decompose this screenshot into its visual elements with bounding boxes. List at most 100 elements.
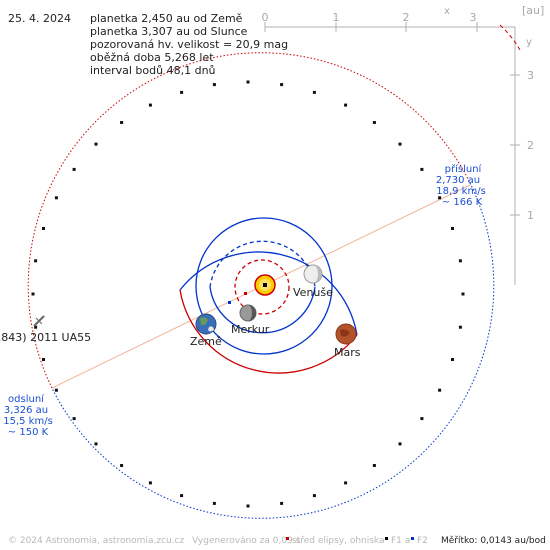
y-axis: 1 2 3 y bbox=[510, 27, 534, 285]
mars-orbit-red bbox=[179, 289, 358, 374]
info-line-magnitude: pozorovaná hv. velikost = 20,9 mag bbox=[90, 38, 288, 51]
earth-label: Země bbox=[190, 335, 222, 348]
sun bbox=[254, 274, 276, 296]
x-axis-label: x bbox=[444, 6, 450, 17]
orbit-point bbox=[344, 481, 348, 485]
orbit-point bbox=[372, 464, 376, 467]
orbit-point bbox=[94, 442, 98, 446]
aphelion-title: odsluní bbox=[8, 393, 45, 405]
asteroid-label: (612843) 2011 UA55 bbox=[0, 331, 91, 344]
orbit-point bbox=[246, 80, 250, 84]
info-line-period: oběžná doba 5,268 let bbox=[90, 51, 214, 64]
perihelion-temp: ~ 166 K bbox=[442, 197, 483, 208]
orbit-point bbox=[212, 501, 216, 505]
asteroid-orbit-red bbox=[27, 52, 471, 389]
orbit-point bbox=[344, 103, 348, 107]
orbit-point bbox=[54, 388, 58, 392]
info-line-distance-sun: planetka 3,307 au od Slunce bbox=[90, 25, 248, 38]
earth[interactable] bbox=[195, 313, 217, 335]
info-line-distance-earth: planetka 2,450 au od Země bbox=[90, 12, 243, 25]
y-tick-3: 3 bbox=[527, 69, 534, 82]
orbit-point bbox=[420, 167, 424, 171]
venus[interactable] bbox=[303, 264, 323, 284]
orbit-point-markers bbox=[31, 80, 465, 508]
aphelion-speed: 15,5 km/s bbox=[3, 416, 53, 427]
orbit-point bbox=[458, 259, 462, 263]
x-tick-1: 1 bbox=[333, 11, 340, 24]
orbit-point bbox=[72, 417, 76, 421]
perihelion-info: přísluní 2,730 au 18,9 km/s ~ 166 K bbox=[436, 163, 486, 208]
orbit-point bbox=[31, 292, 35, 296]
center-legend-marker bbox=[286, 537, 289, 540]
orbit-point bbox=[94, 142, 98, 146]
orbit-point bbox=[180, 494, 184, 498]
orbit-point bbox=[42, 227, 45, 230]
aphelion-temp: ~ 150 K bbox=[8, 427, 49, 438]
orbit-point bbox=[438, 196, 442, 200]
orbit-point bbox=[372, 121, 376, 124]
orbit-point bbox=[461, 292, 465, 296]
date-label: 25. 4. 2024 bbox=[8, 12, 71, 25]
perihelion-distance: 2,730 au bbox=[436, 175, 480, 186]
center-legend-text: střed elipsy, ohniska bbox=[292, 536, 385, 546]
orbit-point bbox=[398, 142, 402, 146]
orbit-point bbox=[312, 90, 316, 94]
earth-orbit bbox=[195, 217, 333, 355]
footer: © 2024 Astronomia, astronomia.zcu.cz Vyg… bbox=[8, 536, 546, 546]
orbit-point bbox=[458, 325, 462, 329]
orbit-point bbox=[312, 494, 316, 498]
orbit-point bbox=[451, 358, 454, 361]
venus-orbit-front bbox=[209, 286, 316, 334]
orbit-point bbox=[246, 504, 250, 508]
x-tick-2: 2 bbox=[403, 11, 410, 24]
mercury-orbit bbox=[234, 259, 290, 315]
venus-label: Venuše bbox=[293, 286, 333, 299]
orbit-point bbox=[42, 358, 45, 361]
orbit-point bbox=[120, 464, 124, 467]
unit-label: [au] bbox=[522, 4, 544, 17]
copyright-text: © 2024 Astronomia, astronomia.zcu.cz bbox=[8, 536, 185, 546]
focus-f2-marker bbox=[228, 301, 231, 304]
orbit-point bbox=[438, 388, 442, 392]
orbit-point bbox=[280, 83, 284, 87]
orbit-point bbox=[148, 481, 152, 485]
f1-legend-text: F1 a bbox=[391, 536, 410, 546]
asteroid-marker[interactable] bbox=[33, 315, 45, 327]
perihelion-speed: 18,9 km/s bbox=[436, 186, 486, 197]
orbit-point bbox=[72, 167, 76, 171]
f1-legend-marker bbox=[385, 537, 388, 540]
mercury[interactable] bbox=[239, 304, 257, 322]
x-axis: 0 1 2 3 x [au] bbox=[262, 4, 544, 32]
x-tick-0: 0 bbox=[262, 11, 269, 24]
scale-text: Měřítko: 0,0143 au/bod bbox=[441, 536, 546, 546]
orbit-point bbox=[280, 501, 284, 505]
perihelion-title: přísluní bbox=[445, 163, 483, 175]
asteroid-orbit-blue bbox=[51, 182, 495, 519]
y-tick-1: 1 bbox=[527, 209, 534, 222]
orbit-point bbox=[120, 121, 124, 124]
f2-legend-text: F2 bbox=[417, 536, 428, 546]
mars-label: Mars bbox=[334, 346, 361, 359]
orbit-point bbox=[451, 227, 454, 230]
y-tick-2: 2 bbox=[527, 139, 534, 152]
orbit-point bbox=[34, 325, 38, 329]
orbit-point bbox=[398, 442, 402, 446]
f2-legend-marker bbox=[411, 537, 414, 540]
orbit-point bbox=[180, 90, 184, 94]
info-line-interval: interval bodů 48,1 dnů bbox=[90, 64, 216, 77]
orbit-point bbox=[34, 259, 38, 263]
aphelion-distance: 3,326 au bbox=[4, 405, 48, 416]
orbit-point bbox=[212, 83, 216, 87]
orbit-point bbox=[420, 417, 424, 421]
mars[interactable] bbox=[335, 323, 357, 345]
asteroid-orbit-extension bbox=[499, 24, 521, 51]
mercury-label: Merkur bbox=[231, 323, 270, 336]
orbit-point bbox=[148, 103, 152, 107]
orbit-point bbox=[54, 196, 58, 200]
mars-orbit-blue bbox=[179, 251, 358, 336]
x-tick-3: 3 bbox=[470, 11, 477, 24]
ellipse-center-marker bbox=[244, 292, 247, 295]
venus-orbit-back bbox=[209, 240, 316, 288]
y-axis-label: y bbox=[526, 37, 532, 48]
